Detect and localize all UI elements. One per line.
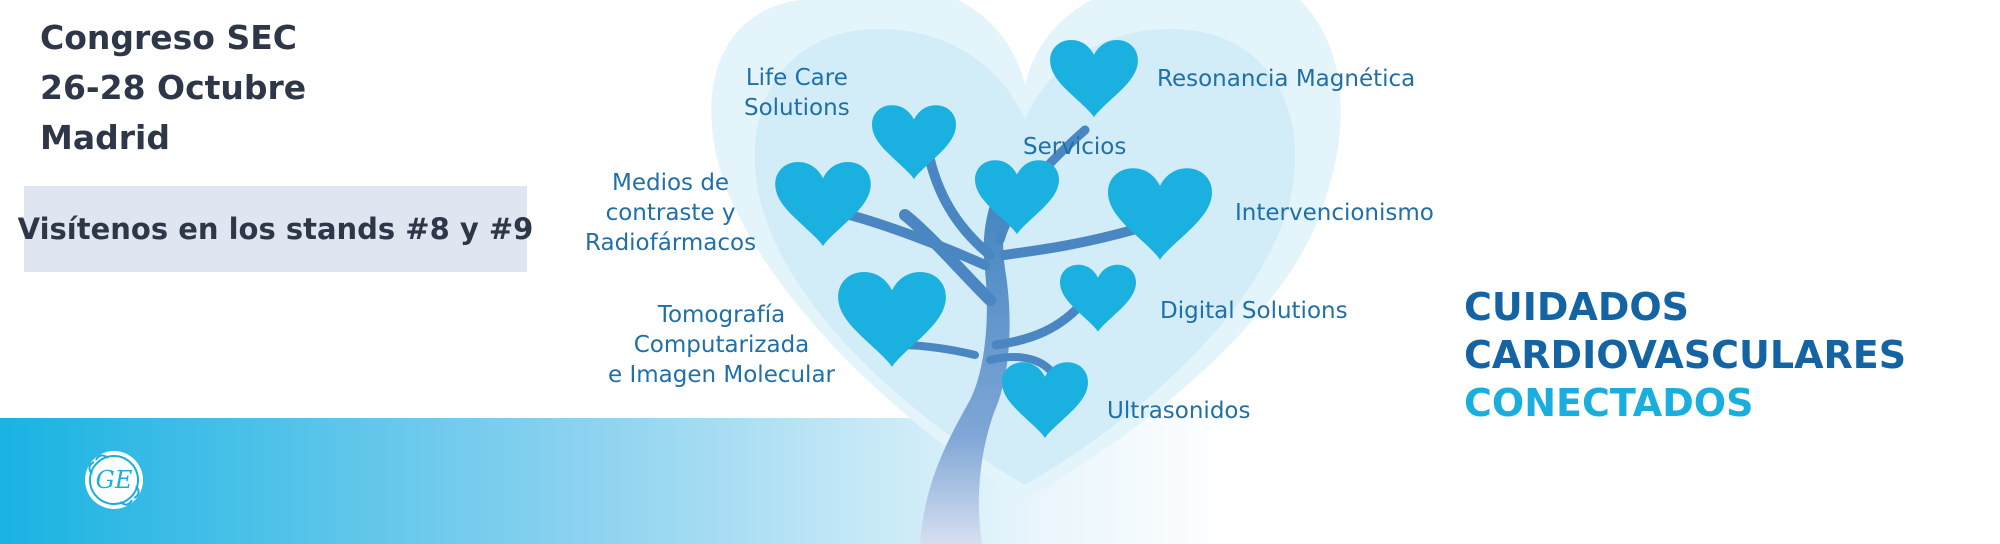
event-dates: 26-28 Octubre [40, 68, 307, 107]
label-resonancia: Resonancia Magnética [1157, 66, 1416, 92]
tree-trunk [920, 180, 1012, 544]
ge-monogram-logo: GE [85, 451, 143, 509]
label-digital: Digital Solutions [1160, 298, 1348, 324]
ge-logo-letters: GE [96, 466, 133, 494]
tagline-cardiovasculares: CARDIOVASCULARES [1464, 333, 1907, 377]
tagline-conectados: CONECTADOS [1464, 381, 1754, 425]
event-city: Madrid [40, 118, 170, 157]
tagline-cuidados: CUIDADOS [1464, 285, 1690, 329]
stand-callout: Visítenos en los stands #8 y #9 [18, 186, 533, 272]
label-servicios: Servicios [1023, 134, 1127, 160]
stand-text: Visítenos en los stands #8 y #9 [17, 212, 534, 246]
event-title: Congreso SEC [40, 18, 297, 57]
label-intervencionismo: Intervencionismo [1235, 200, 1434, 226]
label-ultrasonidos: Ultrasonidos [1107, 398, 1251, 424]
